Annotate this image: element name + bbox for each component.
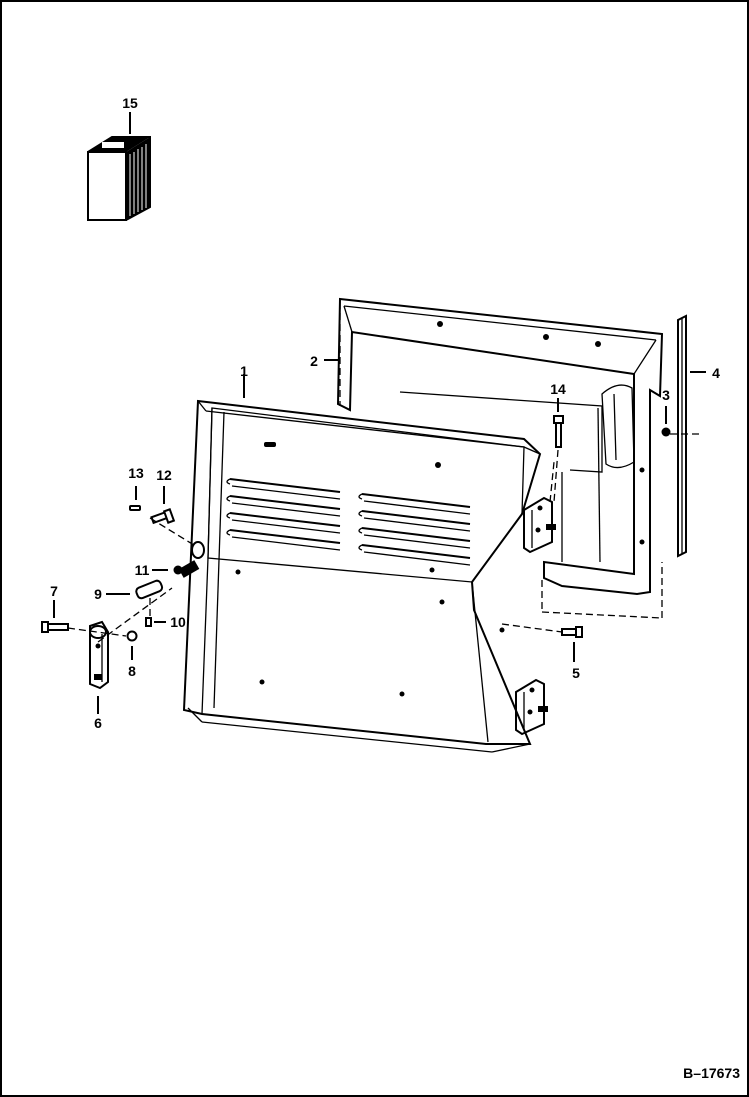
louvers-right — [358, 493, 471, 566]
callout-5: 5 — [572, 665, 580, 681]
part-9-bushing — [106, 579, 164, 600]
callout-12: 12 — [156, 467, 172, 483]
part-10-pin — [145, 617, 166, 627]
part-6-hinge — [89, 620, 109, 714]
callout-7: 7 — [50, 583, 58, 599]
part-14-bolt — [553, 398, 564, 503]
part-5-bolt — [501, 623, 583, 662]
callout-9: 9 — [94, 586, 102, 602]
part-15-decal-box — [87, 112, 151, 221]
latch-bracket-lower — [515, 678, 548, 736]
callout-4: 4 — [712, 365, 720, 381]
louvers-left — [226, 478, 341, 551]
hinge-pin-boss — [178, 541, 205, 578]
callout-2: 2 — [310, 353, 318, 369]
part-7-bolt — [41, 600, 127, 637]
latch-bracket-upper — [523, 496, 556, 554]
part-8-nut — [126, 630, 138, 660]
reference-number: B–17673 — [683, 1065, 740, 1081]
callout-13: 13 — [128, 465, 144, 481]
callout-15: 15 — [122, 95, 138, 111]
callout-11: 11 — [135, 562, 150, 578]
part-12-bolt — [150, 486, 176, 525]
part-11-washer — [152, 565, 183, 575]
part-4-seal-strip — [677, 314, 706, 558]
callout-3: 3 — [662, 387, 670, 403]
part-13-pin — [129, 486, 141, 511]
callout-1: 1 — [240, 363, 248, 379]
callout-6: 6 — [94, 715, 102, 731]
part-2-rear-frame — [324, 297, 664, 619]
callout-10: 10 — [170, 614, 186, 630]
callout-14: 14 — [550, 381, 566, 397]
callout-8: 8 — [128, 663, 136, 679]
part-3-nut — [661, 406, 702, 437]
part-1-grill-door — [182, 374, 542, 753]
